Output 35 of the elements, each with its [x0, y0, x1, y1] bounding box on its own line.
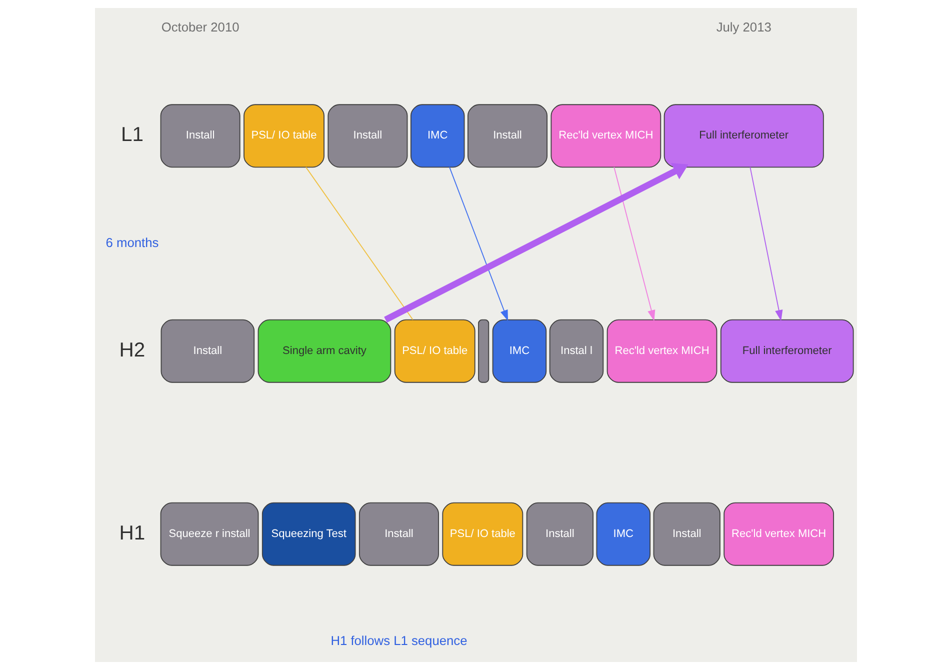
node-box: Rec'ld vertex MICH [550, 104, 661, 168]
node-box: IMC [492, 319, 546, 383]
node-box: Full interferometer [720, 319, 854, 383]
label: October 2010 [160, 20, 239, 35]
node-box: Full interferometer [663, 104, 824, 168]
node-box: Squeezing Test [261, 502, 356, 566]
label: July 2013 [716, 20, 771, 35]
label: H2 [118, 339, 145, 362]
node-box: Install [652, 502, 720, 566]
label: H1 [118, 522, 145, 544]
node-box: Install [327, 104, 408, 168]
node-box: Install [467, 104, 547, 168]
node-box: Install [526, 502, 593, 566]
node-box: Rec'ld vertex MICH [606, 319, 717, 383]
arrow [384, 163, 688, 323]
node-box: PSL/ IO table [394, 319, 475, 383]
node-box: PSL/ IO table [442, 502, 523, 566]
node-box: Rec'ld vertex MICH [723, 502, 834, 566]
node-box: IMC [410, 104, 464, 168]
label: 6 months [105, 234, 158, 250]
node-box: Instal l [548, 319, 604, 383]
node-box: Install [160, 319, 254, 383]
node-box: Install [358, 502, 438, 566]
label: H1 follows L1 sequence [330, 633, 467, 648]
node-box: IMC [596, 502, 650, 566]
node-box: Single arm cavity [257, 319, 391, 383]
node-box: Squeeze r install [160, 502, 258, 566]
arrow [613, 166, 655, 322]
node-box: Install [160, 104, 240, 168]
node-bar [478, 319, 489, 383]
arrow [749, 166, 782, 322]
connector [304, 166, 413, 320]
arrow [448, 166, 508, 322]
label: L1 [120, 124, 143, 146]
node-box: PSL/ IO table [243, 104, 324, 168]
